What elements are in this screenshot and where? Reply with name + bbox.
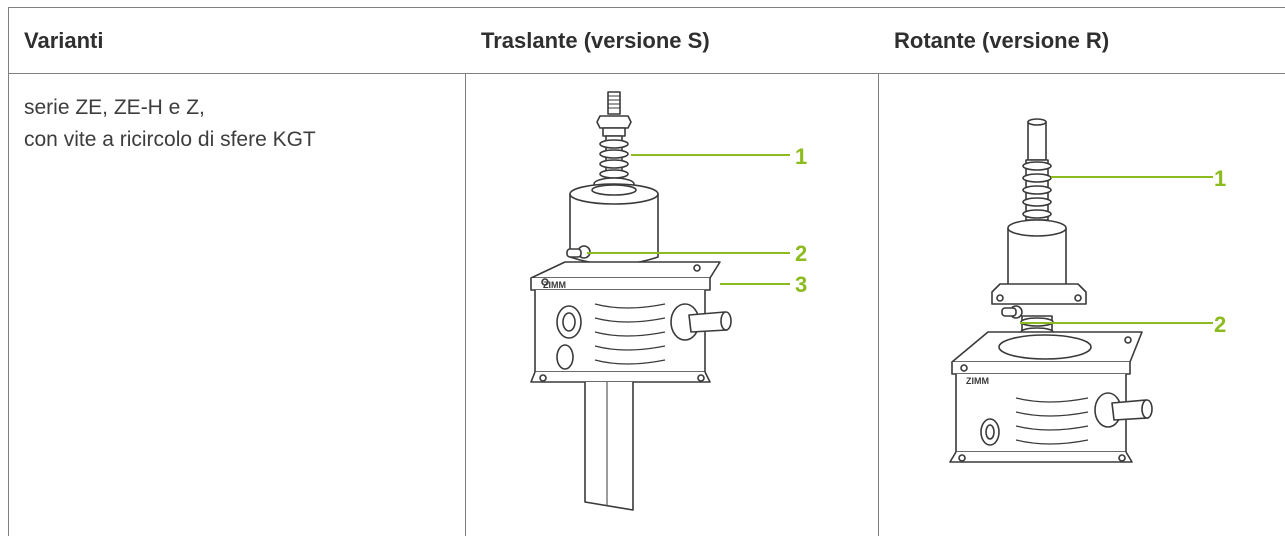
description-line-2: con vite a ricircolo di sfere KGT <box>24 128 316 151</box>
column-divider-2 <box>878 73 879 536</box>
header-varianti: Varianti <box>24 28 104 53</box>
variant-description: serie ZE, ZE-H e Z, con vite a ricircolo… <box>24 92 316 156</box>
header-rotante: Rotante (versione R) <box>894 28 1110 53</box>
table-top-border <box>8 7 1285 8</box>
brand-mark-r: ZIMM <box>966 376 989 386</box>
gearbox-plate <box>530 261 721 279</box>
callout-label-1: 1 <box>795 144 808 169</box>
header-divider <box>8 73 1285 74</box>
callout-label-r-1: 1 <box>1214 166 1227 191</box>
callout-label-3: 3 <box>795 272 808 297</box>
rotating-jack-drawing: ZIMM <box>949 118 1213 463</box>
hex-nut <box>596 115 632 129</box>
table-left-border <box>8 7 9 536</box>
description-line-1: serie ZE, ZE-H e Z, <box>24 96 205 119</box>
threaded-end <box>607 91 621 115</box>
brand-mark: ZIMM <box>543 280 566 290</box>
column-divider-1 <box>465 73 466 536</box>
spindle-top <box>1027 121 1047 161</box>
protective-tube <box>584 382 634 511</box>
callout-label-r-2: 2 <box>1214 312 1227 337</box>
translating-jack-drawing: ZIMM <box>530 91 790 511</box>
callout-label-2: 2 <box>795 241 808 266</box>
header-traslante: Traslante (versione S) <box>481 28 710 53</box>
